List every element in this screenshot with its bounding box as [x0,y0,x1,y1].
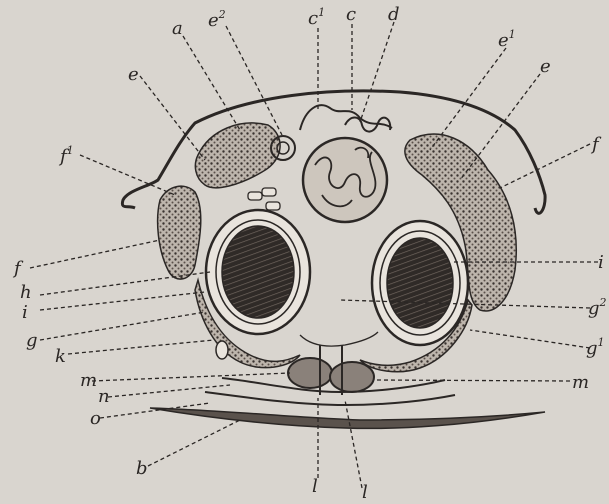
left-muscle-core [222,226,294,318]
label-c: c [346,4,356,25]
ventral-ganglion-right [330,362,374,392]
left-upper-stippled-mass [195,123,280,188]
label-f1: f1 [58,144,74,167]
nodule-3 [266,202,280,210]
label-o: o [90,408,101,429]
nodule-2 [262,188,276,196]
label-c1: c1 [308,6,325,29]
label-e1: e1 [498,28,516,51]
ventral-ganglion-left [288,358,332,388]
central-membrane [300,332,378,346]
label-g1: g1 [586,336,605,359]
label-e-left: e [128,64,139,85]
label-g: g [26,330,38,351]
label-i-right: i [598,252,604,273]
label-m-left: m [80,370,97,391]
label-b: b [136,458,148,479]
label-m-right: m [572,372,589,393]
label-k: k [55,346,66,367]
nodule-1 [248,192,262,200]
label-d: d [388,4,400,25]
small-organ-k [216,341,228,359]
labels: a e2 c1 c d e1 e e f1 f f h i i g g2 g1 … [12,4,607,503]
right-muscle-core [387,238,453,328]
label-f-right: f [590,134,602,155]
label-e2: e2 [208,8,226,31]
ventral-layer-o [205,392,455,405]
label-a: a [172,18,183,39]
left-stippled-mass [158,186,201,279]
label-f-left: f [12,258,24,279]
label-l-left: l [312,476,318,497]
label-n: n [98,386,110,407]
label-l-right: l [362,482,368,503]
label-h: h [20,282,32,303]
label-e-right: e [540,56,551,77]
wavy-duct-c1 [300,105,392,130]
label-g2: g2 [588,296,607,319]
label-i-left: i [22,302,28,323]
